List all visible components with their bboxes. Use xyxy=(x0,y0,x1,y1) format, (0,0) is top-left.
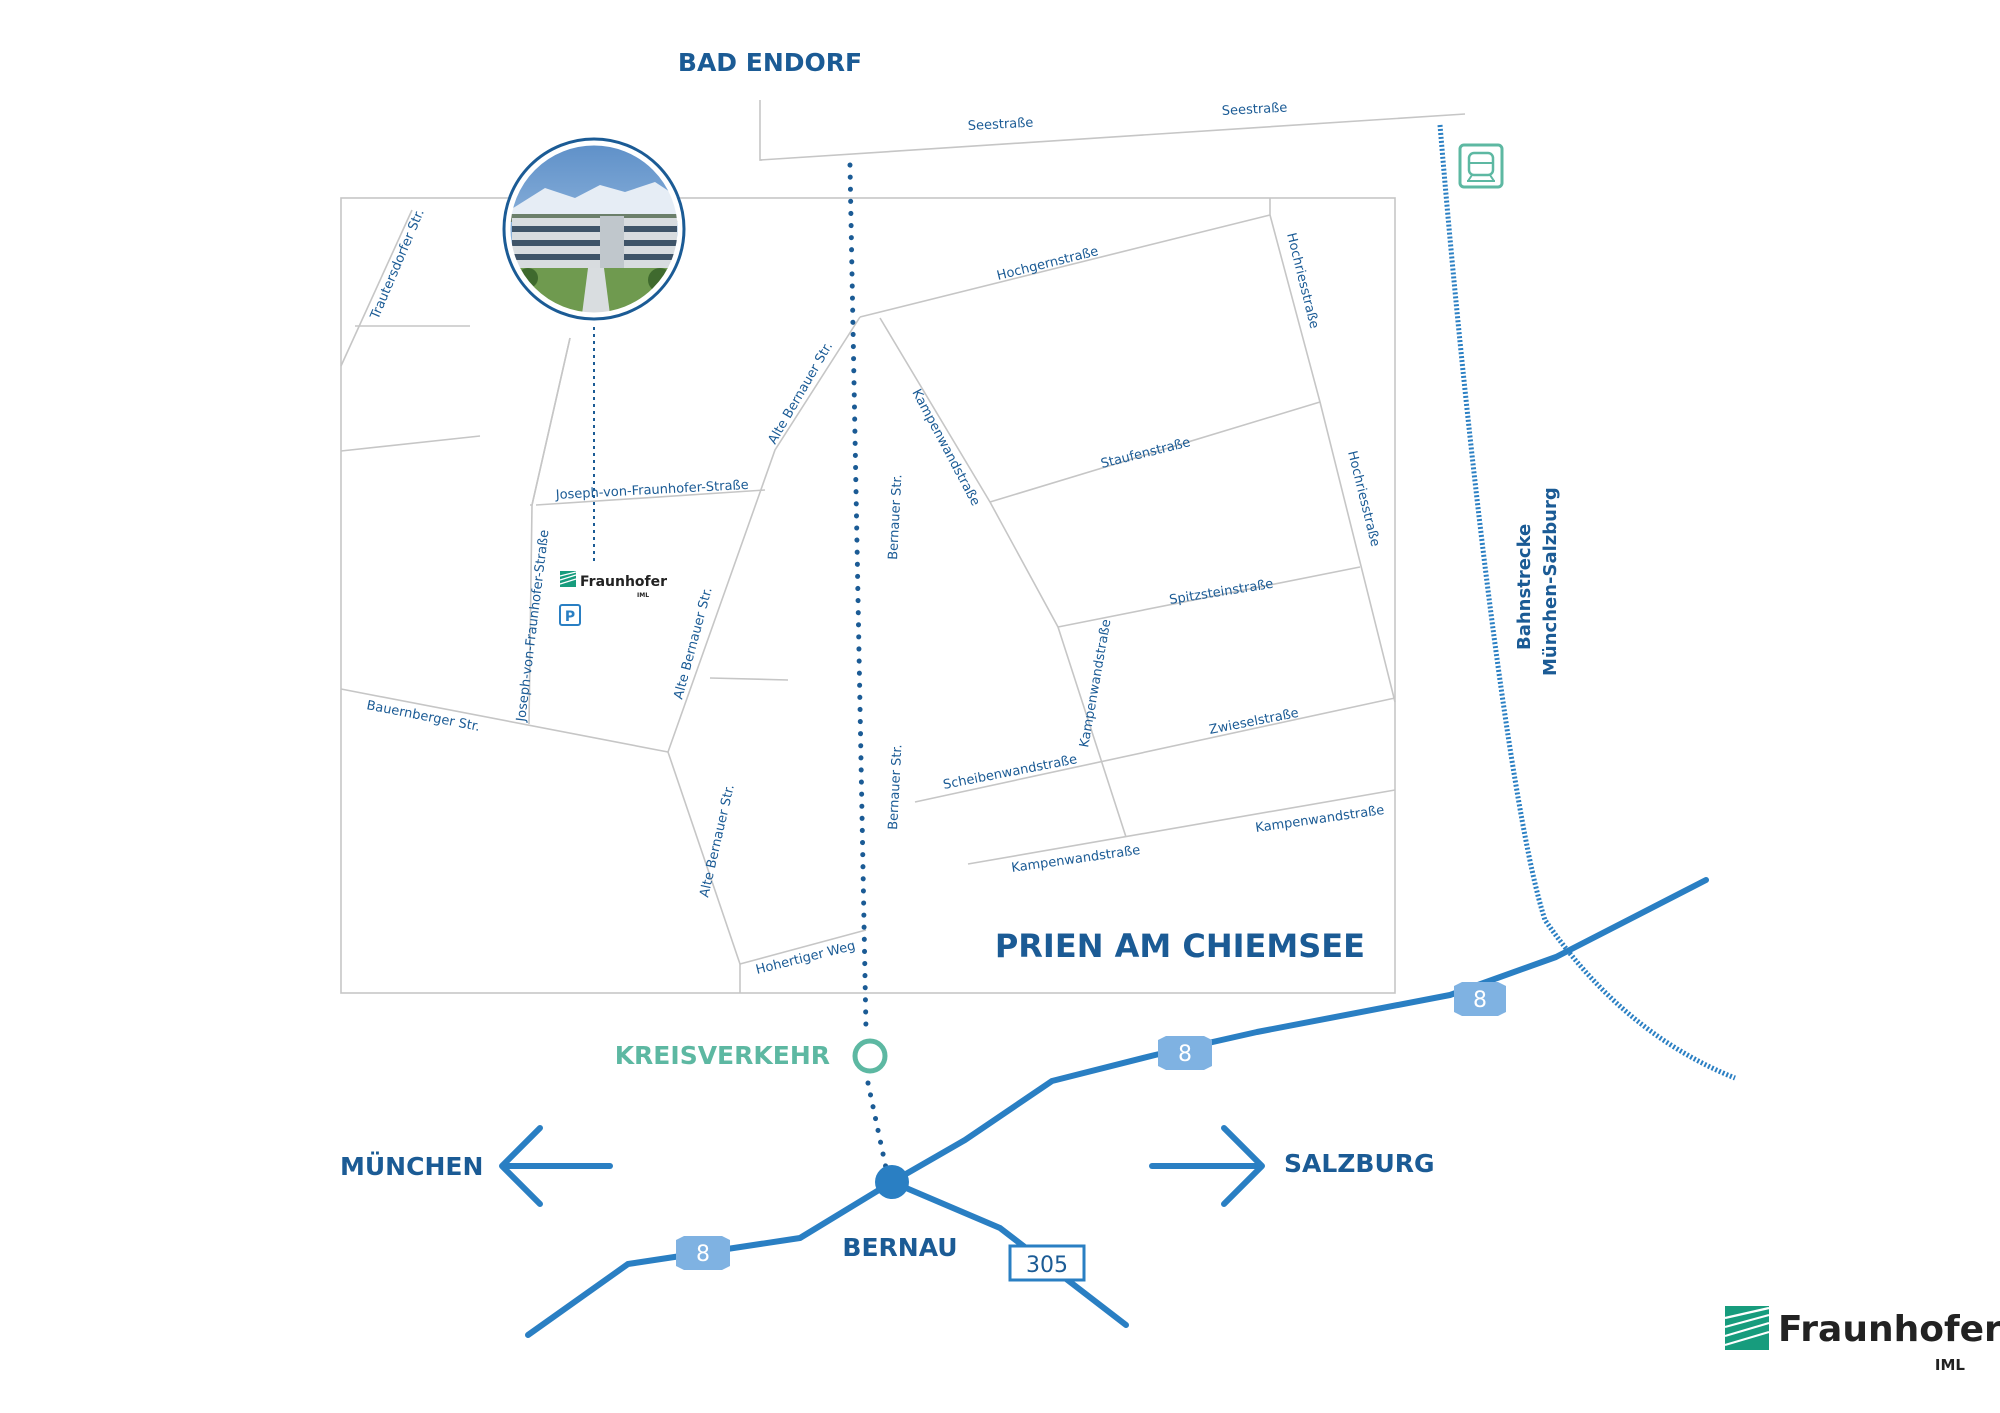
train-station-icon xyxy=(1458,143,1504,189)
jvf-label-horizontal: Joseph-von-Fraunhofer-Straße xyxy=(554,478,749,503)
staufen-label: Staufenstraße xyxy=(1099,435,1192,472)
fraunhofer-small-logo: Fraunhofer IML xyxy=(559,571,667,599)
town-boundary-frame xyxy=(340,197,1396,994)
railway-label: Bahnstrecke München-Salzburg xyxy=(1514,487,1561,676)
route-dotted-line-south xyxy=(865,1080,889,1171)
salzburg-label: SALZBURG xyxy=(1284,1149,1435,1178)
seestrasse-label-west: Seestraße xyxy=(967,116,1033,134)
jvf-road-east xyxy=(535,489,766,506)
alte-bernauer-label-mid: Alte Bernauer Str. xyxy=(671,586,715,701)
route-dotted-line xyxy=(847,162,869,1033)
a8-shield-east-label: 8 xyxy=(1473,988,1487,1013)
alte-bernauer-branch-road xyxy=(709,677,789,681)
parking-icon: P xyxy=(559,604,581,626)
kampenwand-label-southeast: Kampenwandstraße xyxy=(1254,803,1385,836)
bauernberger-road xyxy=(340,688,669,753)
bad-endorf-label: BAD ENDORF xyxy=(678,48,862,77)
a8-shield-center: 8 xyxy=(1158,1036,1212,1070)
railway-label-line1: Bahnstrecke xyxy=(1514,524,1535,650)
a8-shield-center-label: 8 xyxy=(1178,1042,1192,1067)
scheibenwand-label: Scheibenwandstraße xyxy=(942,752,1079,793)
fraunhofer-logo-sub: IML xyxy=(1935,1356,1966,1374)
roundabout-marker xyxy=(852,1038,888,1074)
railway-line xyxy=(1437,124,1736,1081)
kampenwand-road-south xyxy=(967,789,1396,865)
fraunhofer-logo: Fraunhofer IML xyxy=(1724,1306,2000,1374)
a8-shield-west-label: 8 xyxy=(696,1242,710,1267)
hochgern-label: Hochgernstraße xyxy=(995,244,1100,284)
bauernberger-label: Bauernberger Str. xyxy=(365,698,481,735)
kampenwand-label-mid: Kampenwandstraße xyxy=(1077,618,1114,749)
building-photo-icon xyxy=(502,137,686,321)
fraunhofer-small-mark-icon xyxy=(559,571,577,587)
hohertiger-label: Hohertiger Weg xyxy=(754,939,857,978)
hochries-label-south: Hochriesstraße xyxy=(1344,449,1382,548)
hochries-road xyxy=(1269,198,1396,703)
kampenwand-label-southwest: Kampenwandstraße xyxy=(1010,843,1141,876)
arrow-east-head xyxy=(1221,1125,1265,1207)
alte-bernauer-label-north: Alte Bernauer Str. xyxy=(765,340,836,447)
kampenwand-label-north: Kampenwandstraße xyxy=(908,387,982,509)
arrow-west-head xyxy=(499,1125,543,1207)
seestrasse-label-east: Seestraße xyxy=(1221,101,1287,119)
jvf-road-west xyxy=(528,337,571,725)
prien-label: PRIEN AM CHIEMSEE xyxy=(995,927,1365,965)
staufen-road xyxy=(989,401,1321,503)
kreisverkehr-label: KREISVERKEHR xyxy=(615,1041,830,1070)
hohertiger-road xyxy=(739,929,867,965)
kampenwand-road-north xyxy=(879,317,1127,838)
a8-shield-east: 8 xyxy=(1454,982,1506,1016)
bernauer-label-north: Bernauer Str. xyxy=(886,474,905,560)
hochries-label-north: Hochriesstraße xyxy=(1283,231,1321,330)
fraunhofer-logo-mark-icon xyxy=(1724,1306,1770,1350)
bernau-label: BERNAU xyxy=(842,1233,957,1262)
trautersdorfer-label: Trautersdorfer Str. xyxy=(367,207,427,322)
muenchen-label: MÜNCHEN xyxy=(340,1151,483,1181)
seestrasse-road xyxy=(759,100,1466,161)
west-side-road xyxy=(340,435,481,452)
spitzstein-road xyxy=(1057,566,1361,628)
spitzstein-label: Spitzsteinstraße xyxy=(1168,577,1274,608)
railway-label-line2: München-Salzburg xyxy=(1540,487,1561,676)
b305-shield: 305 xyxy=(1008,1244,1086,1282)
a8-shield-west: 8 xyxy=(676,1236,730,1270)
alte-bernauer-road-south xyxy=(667,751,741,965)
trautersdorfer-road xyxy=(340,209,413,367)
scheibenwand-zwiesel-road xyxy=(914,697,1396,803)
zwiesel-label: Zwieselstraße xyxy=(1208,706,1300,738)
bernau-junction-marker xyxy=(875,1165,909,1199)
fraunhofer-small-name: Fraunhofer xyxy=(580,574,667,590)
street-network xyxy=(340,100,1466,993)
alte-bernauer-label-south: Alte Bernauer Str. xyxy=(697,783,738,899)
bernauer-label-south: Bernauer Str. xyxy=(886,744,905,830)
hochgern-road xyxy=(859,214,1271,318)
parking-label: P xyxy=(565,609,575,625)
jvf-label-vertical: Joseph-von-Fraunhofer-Straße xyxy=(514,529,553,723)
fraunhofer-small-sub: IML xyxy=(637,592,649,599)
b305-shield-label: 305 xyxy=(1026,1253,1068,1278)
fraunhofer-logo-name: Fraunhofer xyxy=(1778,1309,2000,1350)
alte-bernauer-road-north xyxy=(667,316,861,753)
bundesstrasse-305-line xyxy=(889,1179,1129,1328)
